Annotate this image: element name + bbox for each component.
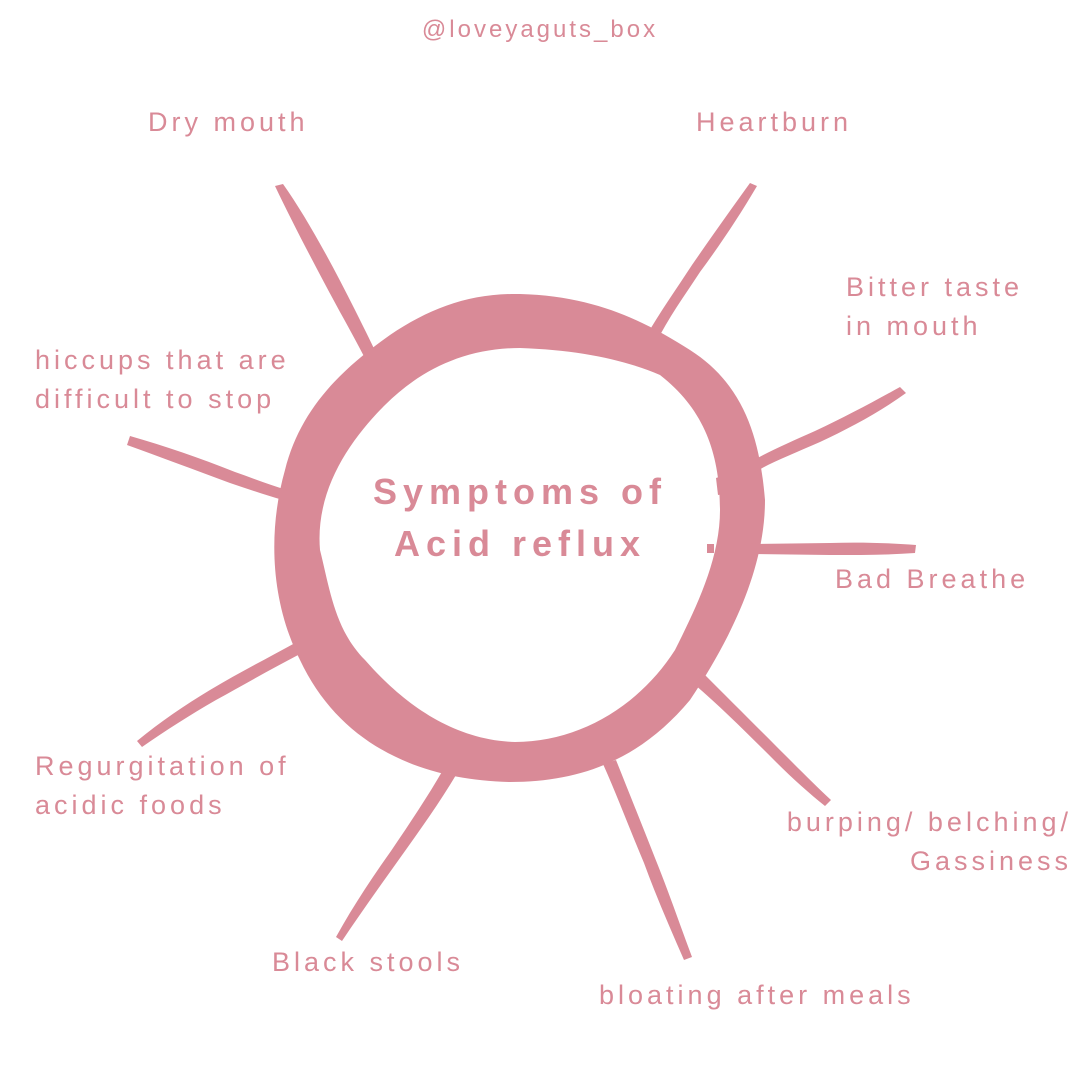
ring-tick-mark (707, 544, 714, 553)
ray-bad-breath (748, 542, 916, 555)
ray-dry-mouth (275, 184, 382, 372)
symptom-label-bad-breath: Bad Breathe (835, 564, 1030, 594)
symptom-label-bitter-taste: Bitter taste in mouth (846, 272, 1024, 341)
symptom-label-burping: burping/ belching/ Gassiness (786, 807, 1072, 876)
symptom-label-hiccups: hiccups that are difficult to stop (35, 345, 290, 414)
ray-regurgitation (137, 643, 300, 747)
ray-burping (694, 673, 831, 806)
symptom-label-dry-mouth: Dry mouth (148, 107, 309, 137)
symptom-label-bloating: bloating after meals (599, 980, 915, 1010)
symptom-label-regurgitation: Regurgitation of acidic foods (35, 751, 290, 820)
symptom-label-heartburn: Heartburn (696, 107, 853, 137)
diagram-title: Symptoms of Acid reflux (372, 471, 668, 564)
symptom-label-black-stools: Black stools (272, 947, 465, 977)
social-handle: @loveyaguts_box (421, 16, 659, 43)
ray-hiccups (127, 436, 287, 500)
ray-bloating (603, 760, 692, 960)
ray-heartburn (645, 183, 757, 345)
ray-bitter-taste (750, 387, 906, 472)
ray-black-stools (336, 770, 456, 941)
ring-tick-mark (716, 476, 724, 495)
